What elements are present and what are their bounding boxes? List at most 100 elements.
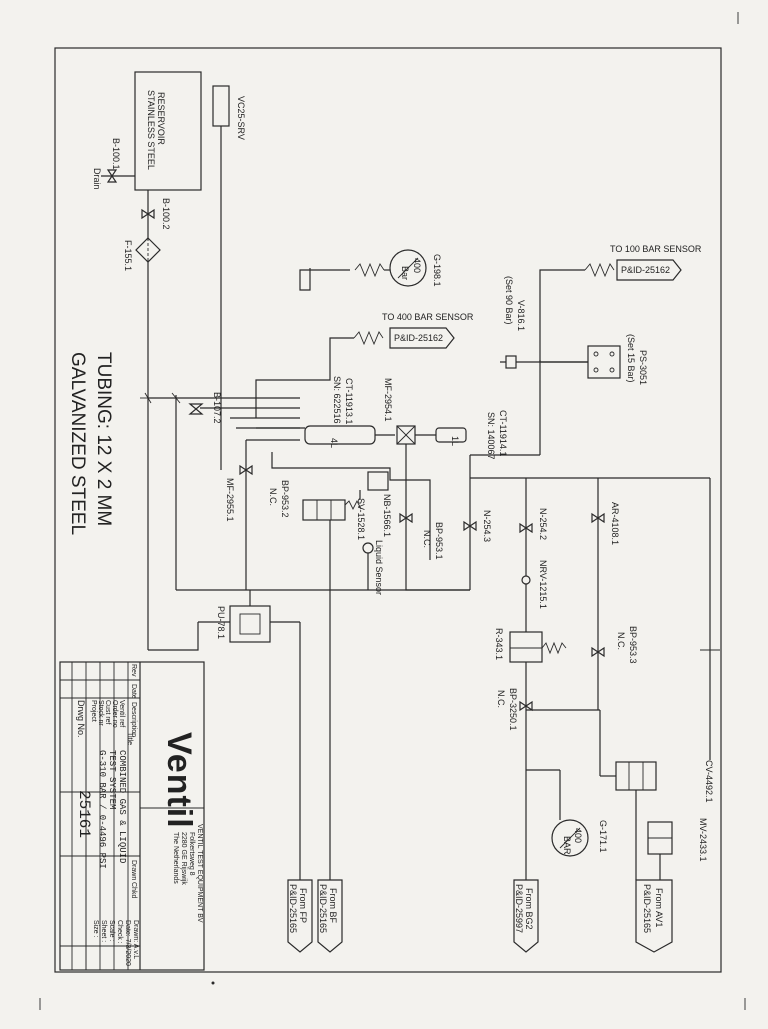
b100-2-valve-symbol	[141, 208, 155, 220]
n254-3-valve-symbol	[463, 520, 477, 532]
offpage-connector-bg2: From BG2 P&ID-25997	[513, 879, 539, 953]
rev-header-description: Description	[130, 702, 137, 737]
title-line-3: G-310 BAR / 0-4496 PSI	[97, 750, 107, 869]
field-sheet: Sheet :	[100, 920, 107, 942]
g198-unit: Bar	[400, 266, 410, 280]
vc25-srv-box	[212, 85, 230, 127]
nrv1215-check-valve	[521, 575, 531, 585]
r343-regulator	[509, 631, 543, 663]
pu78-label: PU-78.1	[216, 606, 226, 639]
bp953-3-valve-symbol	[591, 646, 605, 658]
n254-2-valve-symbol	[519, 522, 533, 534]
b100-2-label: B-100.2	[161, 198, 171, 230]
ct11913-label: CT-11913.1	[344, 378, 354, 424]
field-date: Date: 7/3/2020	[124, 920, 131, 966]
pid-25162-tag-400-text: P&ID-25162	[394, 333, 443, 343]
field-check: Check :	[116, 920, 123, 944]
b107-valve-symbol	[188, 403, 204, 415]
sv1528-solenoid-valve	[302, 499, 346, 521]
b100-1-label: B-100.1	[111, 138, 121, 170]
nb1566-label: NB-1566.1	[382, 494, 392, 537]
vc25-label: VC25-SRV	[236, 96, 246, 140]
field-size: Size :	[92, 920, 99, 938]
stray-mark	[211, 981, 215, 985]
n254-2-label: N-254.2	[538, 508, 548, 540]
nb1566-block	[367, 471, 389, 491]
ventil-logo: Ventil	[160, 732, 198, 829]
field-stock-nr: Stock nr	[97, 700, 104, 726]
pid-25162-tag-100-text: P&ID-25162	[621, 265, 670, 275]
company-address-3: The Netherlands	[172, 832, 179, 884]
g198-range: 400	[412, 258, 422, 273]
to-100-bar-sensor-label: TO 100 BAR SENSOR	[610, 244, 702, 254]
bp953-1-nc: N.C.	[422, 530, 432, 548]
offpage-fp-line2: P&ID-25165	[288, 884, 298, 933]
drain-valve-symbol	[106, 169, 118, 183]
rev-header-rev: Rev	[130, 664, 137, 677]
bp953-2-label: BP-953.2	[280, 480, 290, 518]
title-block: Rev Date Description Drawn Chkd Ventil V…	[59, 661, 205, 971]
g171-label: G-171.1	[598, 820, 608, 853]
bp953-1-valve-symbol	[399, 512, 413, 524]
drawing-number-label: Drwg No.	[76, 700, 86, 738]
drawing-number: 25161	[75, 790, 93, 838]
mf2954-label: MF-2954.1	[383, 378, 393, 422]
stainless-steel-reservoir	[134, 71, 202, 191]
ar4108-label: AR-4108.1	[610, 502, 620, 545]
title-line-2: TEST SYSTEM	[107, 750, 117, 809]
r343-label: R-343.1	[494, 628, 504, 660]
tubing-note-line1: TUBING: 12 X 2 MM	[93, 352, 114, 526]
rev-header-drawn: Drawn	[130, 860, 137, 880]
drain-label: Drain	[92, 168, 102, 190]
ar4108-valve-symbol	[591, 512, 605, 524]
liquid-sensor-label: Liquid Sensor	[374, 540, 384, 595]
bp953-2-valve-symbol	[239, 464, 253, 476]
rev-header-date: Date	[130, 684, 137, 699]
offpage-bg2-line2: P&ID-25997	[514, 884, 524, 933]
pu78-pump	[229, 605, 271, 643]
rev-header-chkd: Chkd	[130, 882, 137, 898]
offpage-av1-line2: P&ID-25165	[642, 884, 652, 933]
v816-relief-valve	[505, 355, 517, 369]
bp3250-nc: N.C.	[496, 690, 506, 708]
title-line-1: COMBINED GAS & LIQUID	[117, 750, 127, 863]
offpage-fp-line1: From FP	[298, 888, 308, 923]
ct11913-volume: 4L	[329, 438, 339, 448]
company-address-2: 2280 GE Rijswijk	[180, 832, 187, 885]
ps3051-pressure-switch	[587, 345, 621, 379]
pid-25162-tag-400	[389, 327, 455, 349]
tubing-note-line2: GALVANIZED STEEL	[67, 352, 88, 535]
g171-range: 400	[573, 828, 583, 843]
field-project: Project	[90, 700, 97, 722]
reservoir-label-1: STAINLESS STEEL	[146, 90, 156, 170]
liquid-sensor-symbol	[362, 542, 374, 554]
offpage-bf-line2: P&ID-25165	[318, 884, 328, 933]
field-cust-ref: Cust ref	[104, 700, 111, 725]
b107-label: B-107.2	[212, 392, 222, 424]
g198-label: G-198.1	[432, 254, 442, 287]
bp3250-label: BP-3250.1	[508, 688, 518, 731]
offpage-bf-line1: From BF	[328, 888, 338, 924]
bp3250-valve-symbol	[519, 700, 533, 712]
offpage-av1-line1: From AV1	[654, 888, 664, 927]
bp953-2-nc: N.C.	[268, 488, 278, 506]
offpage-connector-fp: From FP P&ID-25165	[287, 879, 313, 953]
sv1528-label: SV-1528.1	[356, 498, 366, 540]
offpage-bg2-line1: From BG2	[524, 888, 534, 930]
ct11914-cylinder	[435, 427, 467, 443]
ct11913-serial: SN: 622516	[332, 376, 342, 424]
company-name: VENTIL TEST EQUIPMENT BV	[196, 824, 203, 923]
cv4492-label: CV-4492.1	[704, 760, 714, 803]
v816-setpoint: (Set 90 Bar)	[504, 276, 514, 325]
bp953-1-label: BP-953.1	[434, 522, 444, 560]
mf2955-label: MF-2955.1	[225, 478, 235, 522]
f155-label: F-155.1	[123, 240, 133, 271]
field-drawn: Drawn: A.v.L	[132, 920, 139, 959]
title-caption: Title	[126, 732, 133, 745]
g171-unit: BAR	[562, 836, 572, 855]
ct11914-label: CT-11914.1	[498, 410, 508, 456]
ps3051-label: PS-3051	[638, 350, 648, 385]
company-address-1: Folkertsweg 8	[188, 832, 195, 876]
